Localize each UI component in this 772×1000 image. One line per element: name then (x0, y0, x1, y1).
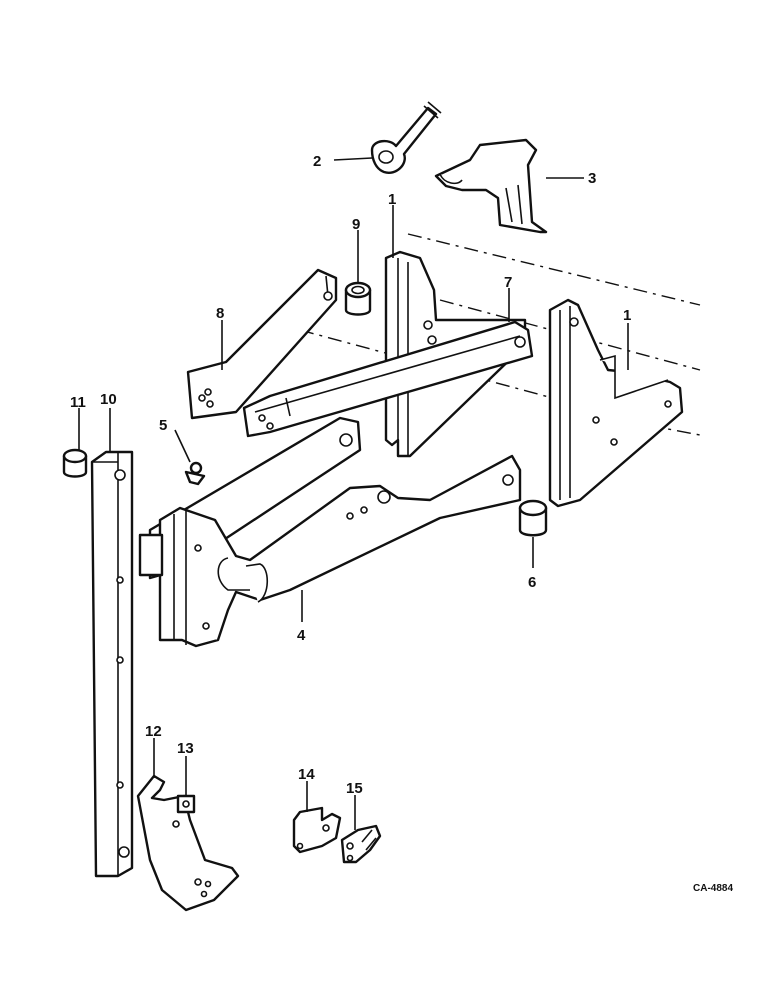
clip-tab-part (340, 824, 382, 864)
vertical-bar-part (90, 450, 134, 878)
diagonal-brace-part (242, 320, 534, 438)
bushing-part-9 (344, 281, 372, 316)
lower-link-part (138, 454, 522, 648)
callout-12: 12 (145, 723, 162, 740)
left-brace-part (186, 268, 338, 420)
curved-plate-part (136, 774, 240, 912)
callout-13: 13 (177, 740, 194, 757)
callout-8: 8 (216, 305, 224, 322)
callout-11: 11 (70, 394, 86, 411)
callout-labels: 1 1 2 3 4 5 6 7 8 9 10 11 12 13 14 15 CA… (70, 153, 733, 894)
bushing-part-11 (62, 448, 88, 478)
callout-3: 3 (588, 170, 596, 187)
square-plate-part (176, 794, 196, 814)
callout-5: 5 (159, 417, 167, 434)
callout-7: 7 (504, 274, 512, 291)
callout-1-right: 1 (623, 307, 631, 324)
bushing-part-6 (518, 499, 548, 537)
callout-4: 4 (297, 627, 306, 644)
eye-bolt-part (370, 101, 442, 174)
leader-lines (78, 157, 629, 830)
right-mount-bracket-part (548, 298, 684, 508)
callout-2: 2 (313, 153, 321, 170)
callout-1-center: 1 (388, 191, 396, 208)
drawing-code: CA-4884 (693, 883, 733, 894)
callout-10: 10 (100, 391, 117, 408)
callout-6: 6 (528, 574, 536, 591)
callout-9: 9 (352, 216, 360, 233)
pin-fitting-part (184, 461, 206, 486)
callout-14: 14 (298, 766, 315, 783)
callout-15: 15 (346, 780, 363, 797)
top-bracket-part (434, 138, 548, 234)
small-plate-part (292, 806, 342, 854)
